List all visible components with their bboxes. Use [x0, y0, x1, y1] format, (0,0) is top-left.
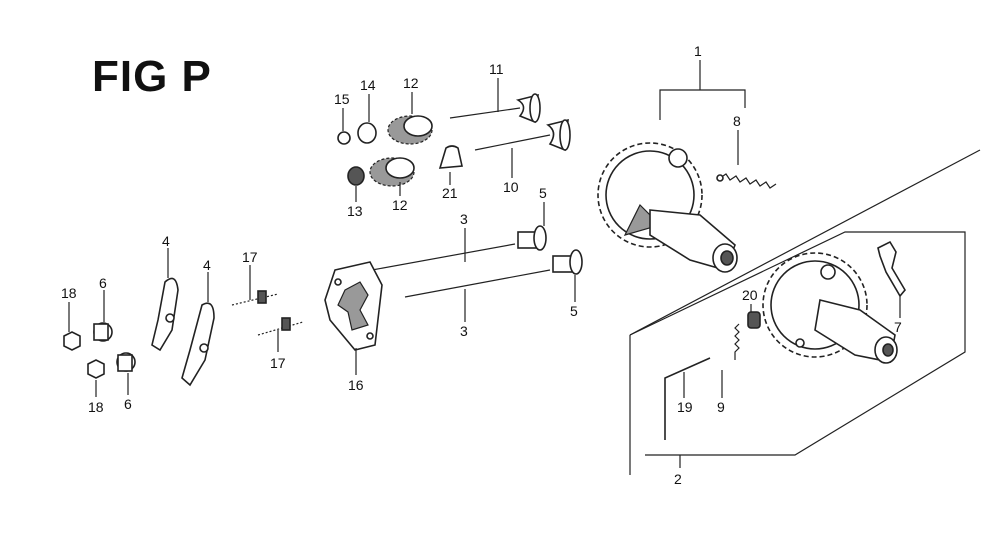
- label-1: 1: [694, 43, 702, 59]
- valve-spring-12-top: [387, 115, 433, 145]
- valve-seal-21: [438, 145, 463, 169]
- label-15: 15: [334, 91, 350, 107]
- label-5-lower: 5: [570, 303, 578, 319]
- stud-17-upper: [231, 290, 279, 306]
- label-5-upper: 5: [539, 185, 547, 201]
- label-4-right: 4: [203, 257, 211, 273]
- label-17-upper: 17: [242, 249, 258, 265]
- valve-10: [474, 118, 571, 152]
- push-rod-3-upper: [371, 243, 516, 271]
- retainer-13: [347, 166, 365, 186]
- label-14: 14: [360, 77, 376, 93]
- callout-labels: 1 2 3 3 4 4 5 5 6 6 7 8 9 10 11 12 12 13…: [61, 43, 902, 487]
- label-18-upper: 18: [61, 285, 77, 301]
- label-6-upper: 6: [99, 275, 107, 291]
- label-9: 9: [717, 399, 725, 415]
- label-2: 2: [674, 471, 682, 487]
- label-18-lower: 18: [88, 399, 104, 415]
- label-7: 7: [894, 319, 902, 335]
- label-3-upper: 3: [460, 211, 468, 227]
- label-20: 20: [742, 287, 758, 303]
- label-11: 11: [489, 61, 504, 77]
- label-6-lower: 6: [124, 396, 132, 412]
- label-21: 21: [442, 185, 458, 201]
- label-10: 10: [503, 179, 519, 195]
- nut-18-lower: [87, 359, 105, 379]
- retainer-14: [357, 122, 377, 144]
- hex-key-19: [664, 357, 711, 440]
- rocker-arm-4-right: [181, 302, 215, 387]
- label-13: 13: [347, 203, 363, 219]
- label-12-bottom: 12: [392, 197, 408, 213]
- camshaft-gear-1: [597, 142, 738, 273]
- tappet-5-lower: [552, 249, 583, 275]
- guide-plate-16: [324, 261, 383, 351]
- spring-8: [716, 173, 777, 189]
- spring-9: [734, 323, 740, 360]
- lever-7: [877, 240, 906, 298]
- label-17-lower: 17: [270, 355, 286, 371]
- label-16: 16: [348, 377, 364, 393]
- leader-lines: [68, 60, 901, 468]
- pin-20: [747, 311, 761, 329]
- push-rod-3-lower: [404, 269, 551, 298]
- label-19: 19: [677, 399, 693, 415]
- label-3-lower: 3: [460, 323, 468, 339]
- tappet-5-upper: [517, 225, 547, 251]
- label-12-top: 12: [403, 75, 419, 91]
- label-8: 8: [733, 113, 741, 129]
- label-4-left: 4: [162, 233, 170, 249]
- pivot-6-lower: [116, 352, 136, 372]
- figure-title: FIG P: [92, 52, 212, 101]
- valve-11: [449, 93, 541, 124]
- cotter-15: [337, 131, 351, 145]
- pivot-6-upper: [93, 322, 113, 342]
- rocker-arm-4-left: [151, 277, 179, 352]
- nut-18-upper: [63, 331, 81, 351]
- valve-spring-12-bottom: [369, 157, 415, 187]
- inset-box: [629, 149, 981, 475]
- stud-17-lower: [257, 317, 304, 336]
- camshaft-gear-2: [762, 252, 898, 364]
